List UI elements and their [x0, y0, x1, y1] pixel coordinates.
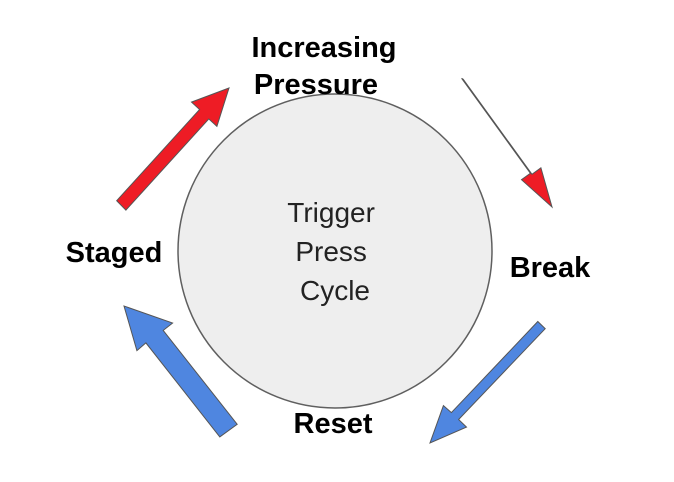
stage-label-increasing-line-2: Pressure [254, 69, 378, 101]
center-label-line-2: Press [295, 236, 367, 267]
arrow-reset-to-staged [123, 305, 238, 438]
stage-label-reset-line: Reset [294, 408, 373, 440]
center-circle [177, 93, 493, 409]
stage-label-break: Break [510, 252, 591, 284]
stage-label-staged: Staged [66, 237, 163, 269]
stage-label-reset: Reset [294, 408, 373, 440]
arrow-break-to-reset [429, 320, 546, 444]
stage-label-increasing-line-1: Increasing [251, 32, 396, 64]
center-label-line-1: Trigger [287, 197, 375, 228]
stage-label-increasing-pressure: Increasing Pressure [251, 32, 404, 101]
center-label-line-3: Cycle [300, 275, 370, 306]
center-label: Trigger Press Cycle [287, 197, 382, 306]
stage-label-staged-line: Staged [66, 237, 163, 269]
arrow-increasing-pressure-to-break [461, 77, 553, 209]
stage-label-break-line: Break [510, 252, 591, 284]
arrow-staged-to-increasing-pressure [116, 87, 230, 211]
